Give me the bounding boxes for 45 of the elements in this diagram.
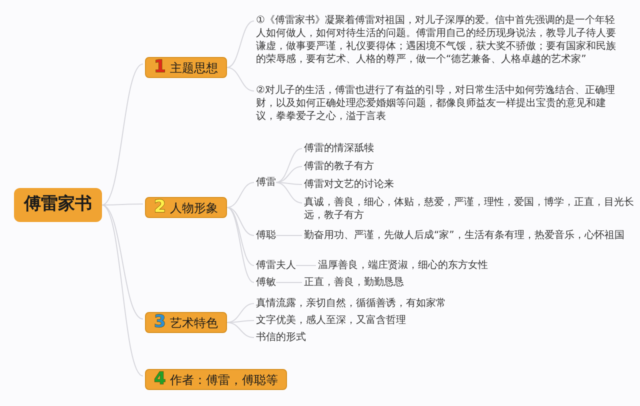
detail-text: 真情流露，亲切自然，循循善诱，有如家常	[256, 297, 446, 310]
connector-line	[102, 204, 144, 320]
detail-text: 真诚，善良，细心，体贴，慈爱，严谨，理性，爱国，博学，正直，目光长远，教子有方	[304, 196, 634, 222]
connector-line	[276, 148, 302, 183]
root-topic: 傅雷家书	[14, 188, 102, 222]
connector-line	[226, 303, 254, 323]
connector-line	[102, 64, 144, 206]
branch-number: 3	[154, 314, 166, 331]
branch-topic	[145, 312, 227, 333]
paragraph: ②对儿子的生活，傅雷也进行了有益的引导，对日常生活中如何劳逸结合、正确理财，以及如何正确处理恋爱婚姻等问题，都像良师益友一样提出宝贵的意见和建议，拳拳爱子之心，溢于言表	[256, 84, 616, 123]
connector-line	[226, 322, 254, 338]
detail-text: 勤奋用功、严谨，先做人后成“家”，生活有条有理，热爱音乐，心怀祖国	[304, 229, 634, 242]
branch-number: 2	[154, 199, 166, 216]
detail-text: 文字优美，感人至深，又富含哲理	[256, 314, 406, 327]
connector-line	[226, 207, 254, 236]
detail-text: 傅雷对文艺的讨论来	[304, 178, 394, 191]
branch-title: 人物形象	[170, 200, 218, 216]
connector-line	[226, 20, 254, 68]
branch-number: 1	[154, 59, 166, 76]
character-name: 傅雷夫人	[256, 259, 296, 272]
connector-line	[296, 265, 316, 266]
detail-text: 温厚善良，端庄贤淑，细心的东方女性	[318, 259, 488, 272]
connector-line	[226, 182, 254, 208]
branch-title: 主题思想	[170, 60, 218, 76]
branch-title: 作者：傅雷，傅聪等	[170, 372, 278, 388]
connector-line	[102, 204, 144, 206]
connector-line	[226, 67, 254, 92]
connector-line	[276, 235, 302, 236]
character-name: 傅敏	[256, 276, 276, 289]
branch-number: 4	[154, 371, 166, 388]
branch-topic	[145, 57, 227, 78]
detail-text: 正直，善良，勤勤恳恳	[304, 276, 404, 289]
branch-title: 艺术特色	[170, 314, 218, 332]
connector-line	[102, 204, 144, 376]
character-name: 傅聪	[256, 229, 276, 242]
detail-text: 傅雷的情深舐犊	[304, 142, 374, 155]
character-name: 傅雷	[256, 176, 276, 189]
paragraph: ①《傅雷家书》凝聚着傅雷对祖国，对儿子深厚的爱。信中首先强调的是一个年轻人如何做人，如何对待生活的问题。傅雷用自己的经历现身说法，教导儿子待人要谦虚，做事要严谨，礼仪要得体；遇困境不气馁，获大奖不骄傲；要有国家和民族的荣辱感，要有艺术、人格的尊严，做一个“德艺兼备、人格卓越的艺术家”	[256, 14, 616, 66]
connector-line	[276, 182, 302, 204]
connector-line	[276, 282, 302, 283]
branch-topic	[145, 369, 287, 390]
branch-topic	[145, 197, 227, 218]
connector-line	[226, 207, 254, 283]
detail-text: 傅雷的教子有方	[304, 160, 374, 173]
detail-text: 书信的形式	[256, 331, 306, 344]
